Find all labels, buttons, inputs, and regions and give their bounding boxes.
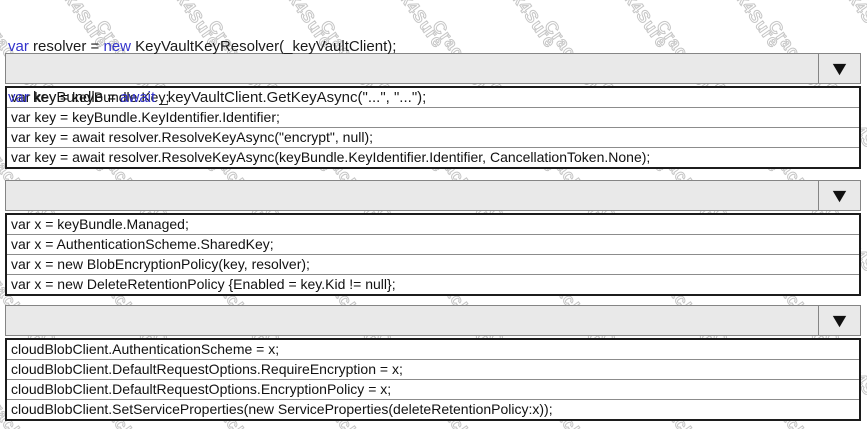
- option-row[interactable]: var x = new DeleteRetentionPolicy {Enabl…: [7, 274, 859, 294]
- option-row[interactable]: var key = await resolver.ResolveKeyAsync…: [7, 127, 859, 147]
- dropdown-3-arrow-button[interactable]: ▼: [818, 306, 860, 335]
- options-table-3: cloudBlobClient.AuthenticationScheme = x…: [5, 338, 861, 421]
- chevron-down-icon: ▼: [828, 57, 851, 80]
- watermark-text: Crack4Sure: [596, 0, 673, 52]
- chevron-down-icon: ▼: [828, 184, 851, 207]
- dropdown-2-arrow-button[interactable]: ▼: [818, 181, 860, 210]
- dropdown-3-selected-value[interactable]: [6, 306, 818, 335]
- code-line-1: var resolver = new KeyVaultKeyResolver(_…: [8, 38, 426, 55]
- dropdown-2[interactable]: ▼: [5, 180, 861, 211]
- dropdown-2-selected-value[interactable]: [6, 181, 818, 210]
- code-text: _keyVaultClient.GetKeyAsync("...", "..."…: [155, 89, 427, 106]
- options-table-1: var key = keyBundle.Key; var key = keyBu…: [5, 86, 861, 169]
- keyword: var: [8, 38, 29, 55]
- code-snippet: var resolver = new KeyVaultKeyResolver(_…: [8, 4, 426, 140]
- dropdown-3[interactable]: ▼: [5, 305, 861, 336]
- options-table-2: var x = keyBundle.Managed; var x = Authe…: [5, 213, 861, 296]
- code-text: KeyVaultKeyResolver(_keyVaultClient);: [131, 38, 397, 55]
- watermark-text: Crack4Sure: [708, 0, 785, 52]
- code-text: keyBundle =: [28, 89, 121, 106]
- option-row[interactable]: var x = new BlobEncryptionPolicy(key, re…: [7, 254, 859, 274]
- option-row[interactable]: cloudBlobClient.AuthenticationScheme = x…: [11, 341, 280, 357]
- option-row[interactable]: var key = keyBundle.KeyIdentifier.Identi…: [7, 107, 859, 127]
- option-row[interactable]: var x = AuthenticationScheme.SharedKey;: [7, 234, 859, 254]
- option-row[interactable]: cloudBlobClient.SetServiceProperties(new…: [7, 399, 859, 419]
- chevron-down-icon: ▼: [828, 309, 851, 332]
- keyword: await: [120, 89, 156, 106]
- watermark-text: Crack4Sure: [484, 0, 561, 52]
- code-line-2: var keyBundle = await _keyVaultClient.Ge…: [8, 89, 426, 106]
- dropdown-1-arrow-button[interactable]: ▼: [818, 54, 860, 83]
- option-row[interactable]: var key = await resolver.ResolveKeyAsync…: [7, 147, 859, 167]
- option-row[interactable]: var key = keyBundle.Key;: [11, 89, 170, 105]
- option-row[interactable]: cloudBlobClient.DefaultRequestOptions.En…: [7, 379, 859, 399]
- option-row[interactable]: var x = keyBundle.Managed;: [11, 216, 189, 232]
- keyword: var: [8, 89, 29, 106]
- keyword: new: [103, 38, 131, 55]
- dropdown-1[interactable]: ▼: [5, 53, 861, 84]
- code-text: resolver =: [28, 38, 104, 55]
- option-row[interactable]: cloudBlobClient.DefaultRequestOptions.Re…: [7, 359, 859, 379]
- watermark-text: Crack4Sure: [820, 0, 867, 52]
